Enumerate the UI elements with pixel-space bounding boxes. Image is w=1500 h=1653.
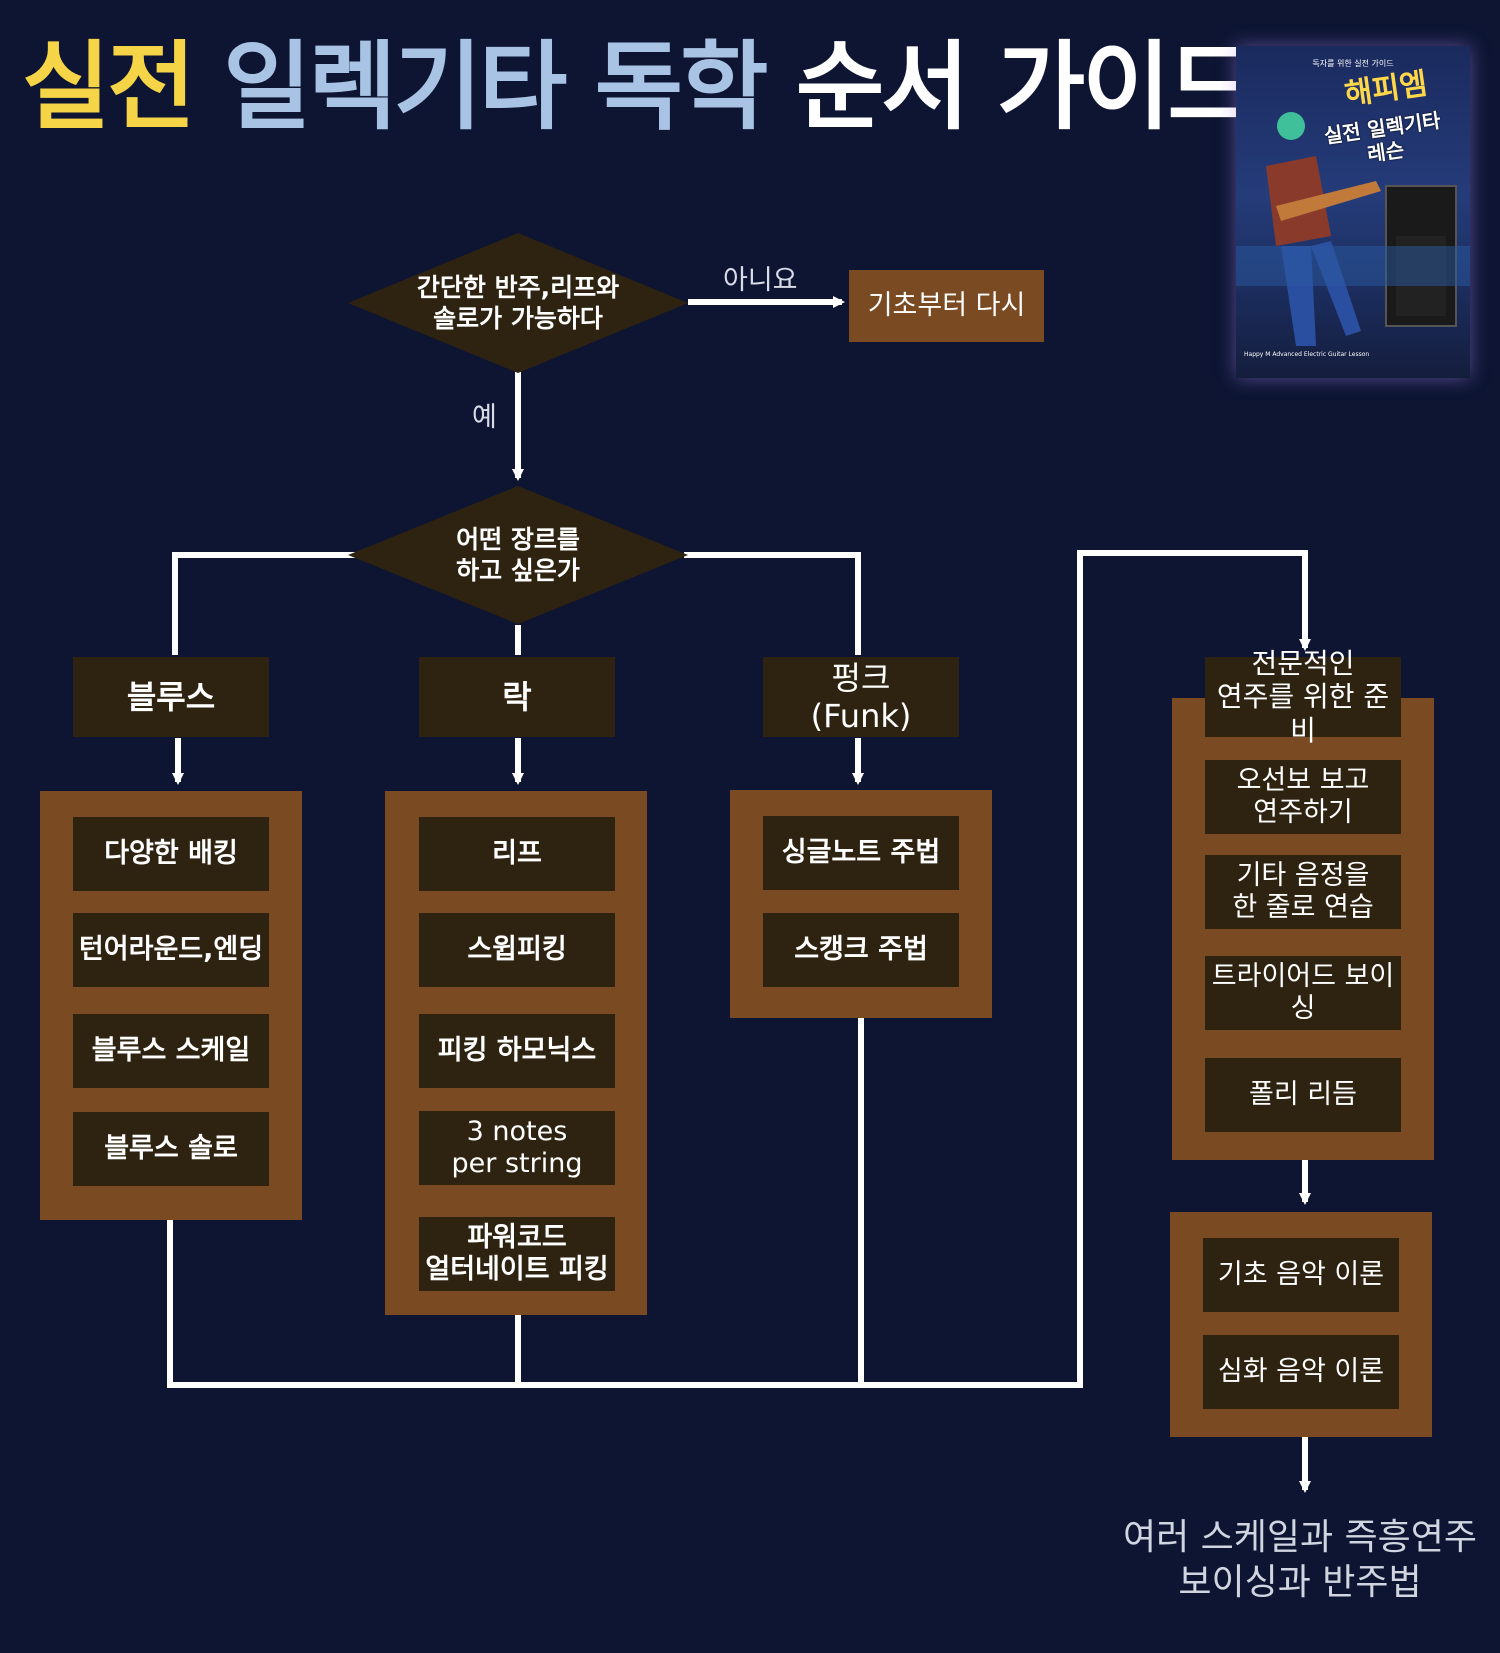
decision2-text: 어떤 장르를 하고 싶은가	[456, 524, 580, 585]
branch-funk-line	[684, 552, 861, 655]
rock-item: 피킹 하모닉스	[419, 1014, 615, 1088]
pro-item: 기타 음정을 한 줄로 연습	[1205, 855, 1401, 929]
theory-item: 기초 음악 이론	[1203, 1238, 1399, 1312]
blues-item: 턴어라운드,엔딩	[73, 913, 269, 987]
rock-item: 스윕피킹	[419, 913, 615, 987]
genre-blues-title: 블루스	[73, 657, 269, 737]
title-middle: 일렉기타 독학	[223, 31, 768, 143]
yes-label: 예	[472, 402, 497, 433]
book-english-title: Happy M Advanced Electric Guitar Lesson	[1244, 351, 1370, 358]
pro-item: 트라이어드 보이싱	[1205, 956, 1401, 1030]
decision2-diamond	[348, 486, 688, 624]
pro-item: 오선보 보고 연주하기	[1205, 760, 1401, 834]
title-highlight: 실전	[22, 31, 196, 143]
merge-line	[167, 550, 1311, 1388]
blues-item: 다양한 배킹	[73, 817, 269, 891]
funk-item: 싱글노트 주법	[763, 816, 959, 890]
genre-rock-title: 락	[419, 657, 615, 737]
blues-item: 블루스 솔로	[73, 1112, 269, 1186]
theory-item: 심화 음악 이론	[1203, 1335, 1399, 1409]
decision1-diamond	[348, 233, 688, 373]
blues-item: 블루스 스케일	[73, 1014, 269, 1088]
branch-blues-line	[172, 552, 355, 655]
rock-item: 리프	[419, 817, 615, 891]
page-title: 실전 일렉기타 독학 순서 가이드	[22, 30, 1256, 145]
rock-item: 파워코드 얼터네이트 피킹	[419, 1217, 615, 1291]
final-outcome-text: 여러 스케일과 즉흥연주 보이싱과 반주법	[1122, 1517, 1478, 1603]
rock-item: 3 notes per string	[419, 1111, 615, 1185]
pro-title: 전문적인 연주를 위한 준비	[1205, 647, 1401, 747]
title-end: 순서 가이드	[795, 31, 1256, 143]
restart-box: 기초부터 다시	[849, 270, 1044, 342]
decision1-text: 간단한 반주,리프와 솔로가 가능하다	[416, 272, 620, 333]
genre-funk-title: 펑크 (Funk)	[763, 657, 959, 737]
pro-item: 폴리 리듬	[1205, 1058, 1401, 1132]
book-subtitle: 독자를 위한 실전 가이드	[1312, 59, 1394, 68]
book-cover-image: 독자를 위한 실전 가이드 해피엠 실전 일렉기타 레슨 Happy M Adv…	[1236, 46, 1470, 378]
book-illustration	[1236, 112, 1470, 346]
no-label: 아니요	[723, 265, 798, 296]
funk-item: 스캥크 주법	[763, 913, 959, 987]
